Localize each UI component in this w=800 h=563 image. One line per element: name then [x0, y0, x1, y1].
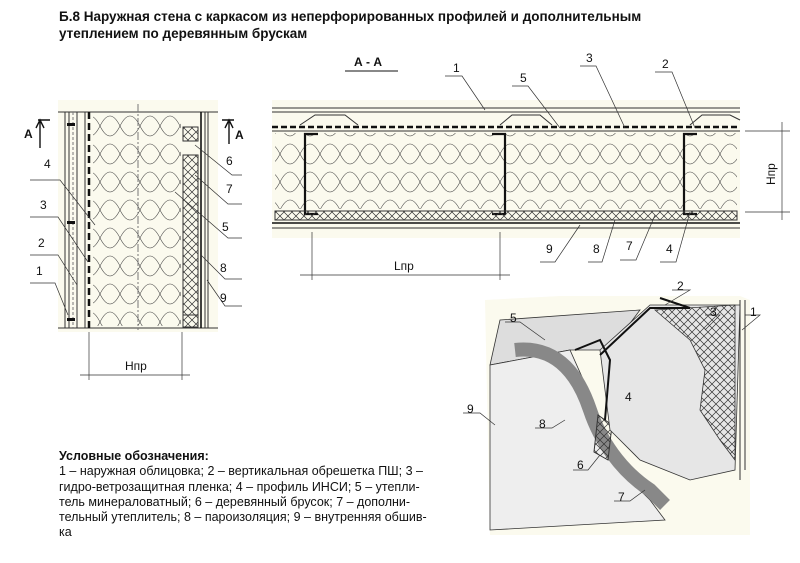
- callout-4-3d: 4: [625, 390, 632, 404]
- legend-heading: Условные обозначения:: [59, 449, 209, 463]
- callout-4-section: 4: [666, 242, 673, 256]
- callout-1-section: 1: [453, 61, 460, 75]
- callout-1-3d: 1: [750, 305, 757, 319]
- callout-7-3d: 7: [618, 490, 625, 504]
- callout-3-3d: 3: [710, 305, 717, 319]
- callout-5-section: 5: [520, 71, 527, 85]
- legend-line: тель минераловатный; 6 – деревянный брус…: [59, 494, 411, 509]
- legend-line: гидро-ветрозащитная пленка; 4 – профиль …: [59, 479, 420, 494]
- callout-8-left: 8: [220, 261, 227, 275]
- callout-9-3d: 9: [467, 402, 474, 416]
- callout-7-section: 7: [626, 239, 633, 253]
- callout-2-3d: 2: [677, 279, 684, 293]
- dimension-h-right: Hпр: [764, 163, 778, 185]
- legend-line: 1 – наружная облицовка; 2 – вертикальная…: [59, 464, 423, 479]
- callout-3-section: 3: [586, 51, 593, 65]
- callout-9-section: 9: [546, 242, 553, 256]
- callout-9-left: 9: [220, 291, 227, 305]
- callout-5-3d: 5: [510, 311, 517, 325]
- callout-6-left: 6: [226, 154, 233, 168]
- callout-1-left: 1: [36, 264, 43, 278]
- callout-8-3d: 8: [539, 417, 546, 431]
- title-line-2: утеплением по деревянным брускам: [59, 26, 308, 41]
- dimension-h-left: Hпр: [125, 359, 147, 373]
- callout-8-section: 8: [593, 242, 600, 256]
- callout-2-section: 2: [662, 57, 669, 71]
- callout-7-left: 7: [226, 182, 233, 196]
- callout-3-left: 3: [40, 198, 47, 212]
- dimension-l: Lпр: [394, 259, 414, 273]
- callout-5-left: 5: [222, 220, 229, 234]
- title-line-1: Б.8 Наружная стена с каркасом из неперфо…: [59, 9, 642, 24]
- section-marker-left: А: [24, 127, 33, 141]
- drawing-title: Б.8 Наружная стена с каркасом из неперфо…: [59, 8, 759, 42]
- callout-4-left: 4: [44, 157, 51, 171]
- isometric-view: 2 5 3 1 9 4 8 6 7: [463, 279, 761, 535]
- vertical-section: 4 3 2 1 6 7 5 8 9 А А Hпр: [24, 100, 244, 380]
- callout-2-left: 2: [38, 236, 45, 250]
- legend: Условные обозначения: 1 – наружная облиц…: [59, 449, 459, 541]
- section-marker-right: А: [235, 128, 244, 142]
- callout-6-3d: 6: [577, 458, 584, 472]
- horizontal-section-a-a: А - А Lпр Hпр 1 5 3 2 9: [272, 51, 790, 280]
- legend-line: тельный утеплитель; 8 – пароизоляция; 9 …: [59, 510, 427, 525]
- section-a-a-label: А - А: [354, 55, 382, 69]
- legend-line: ка: [59, 525, 72, 540]
